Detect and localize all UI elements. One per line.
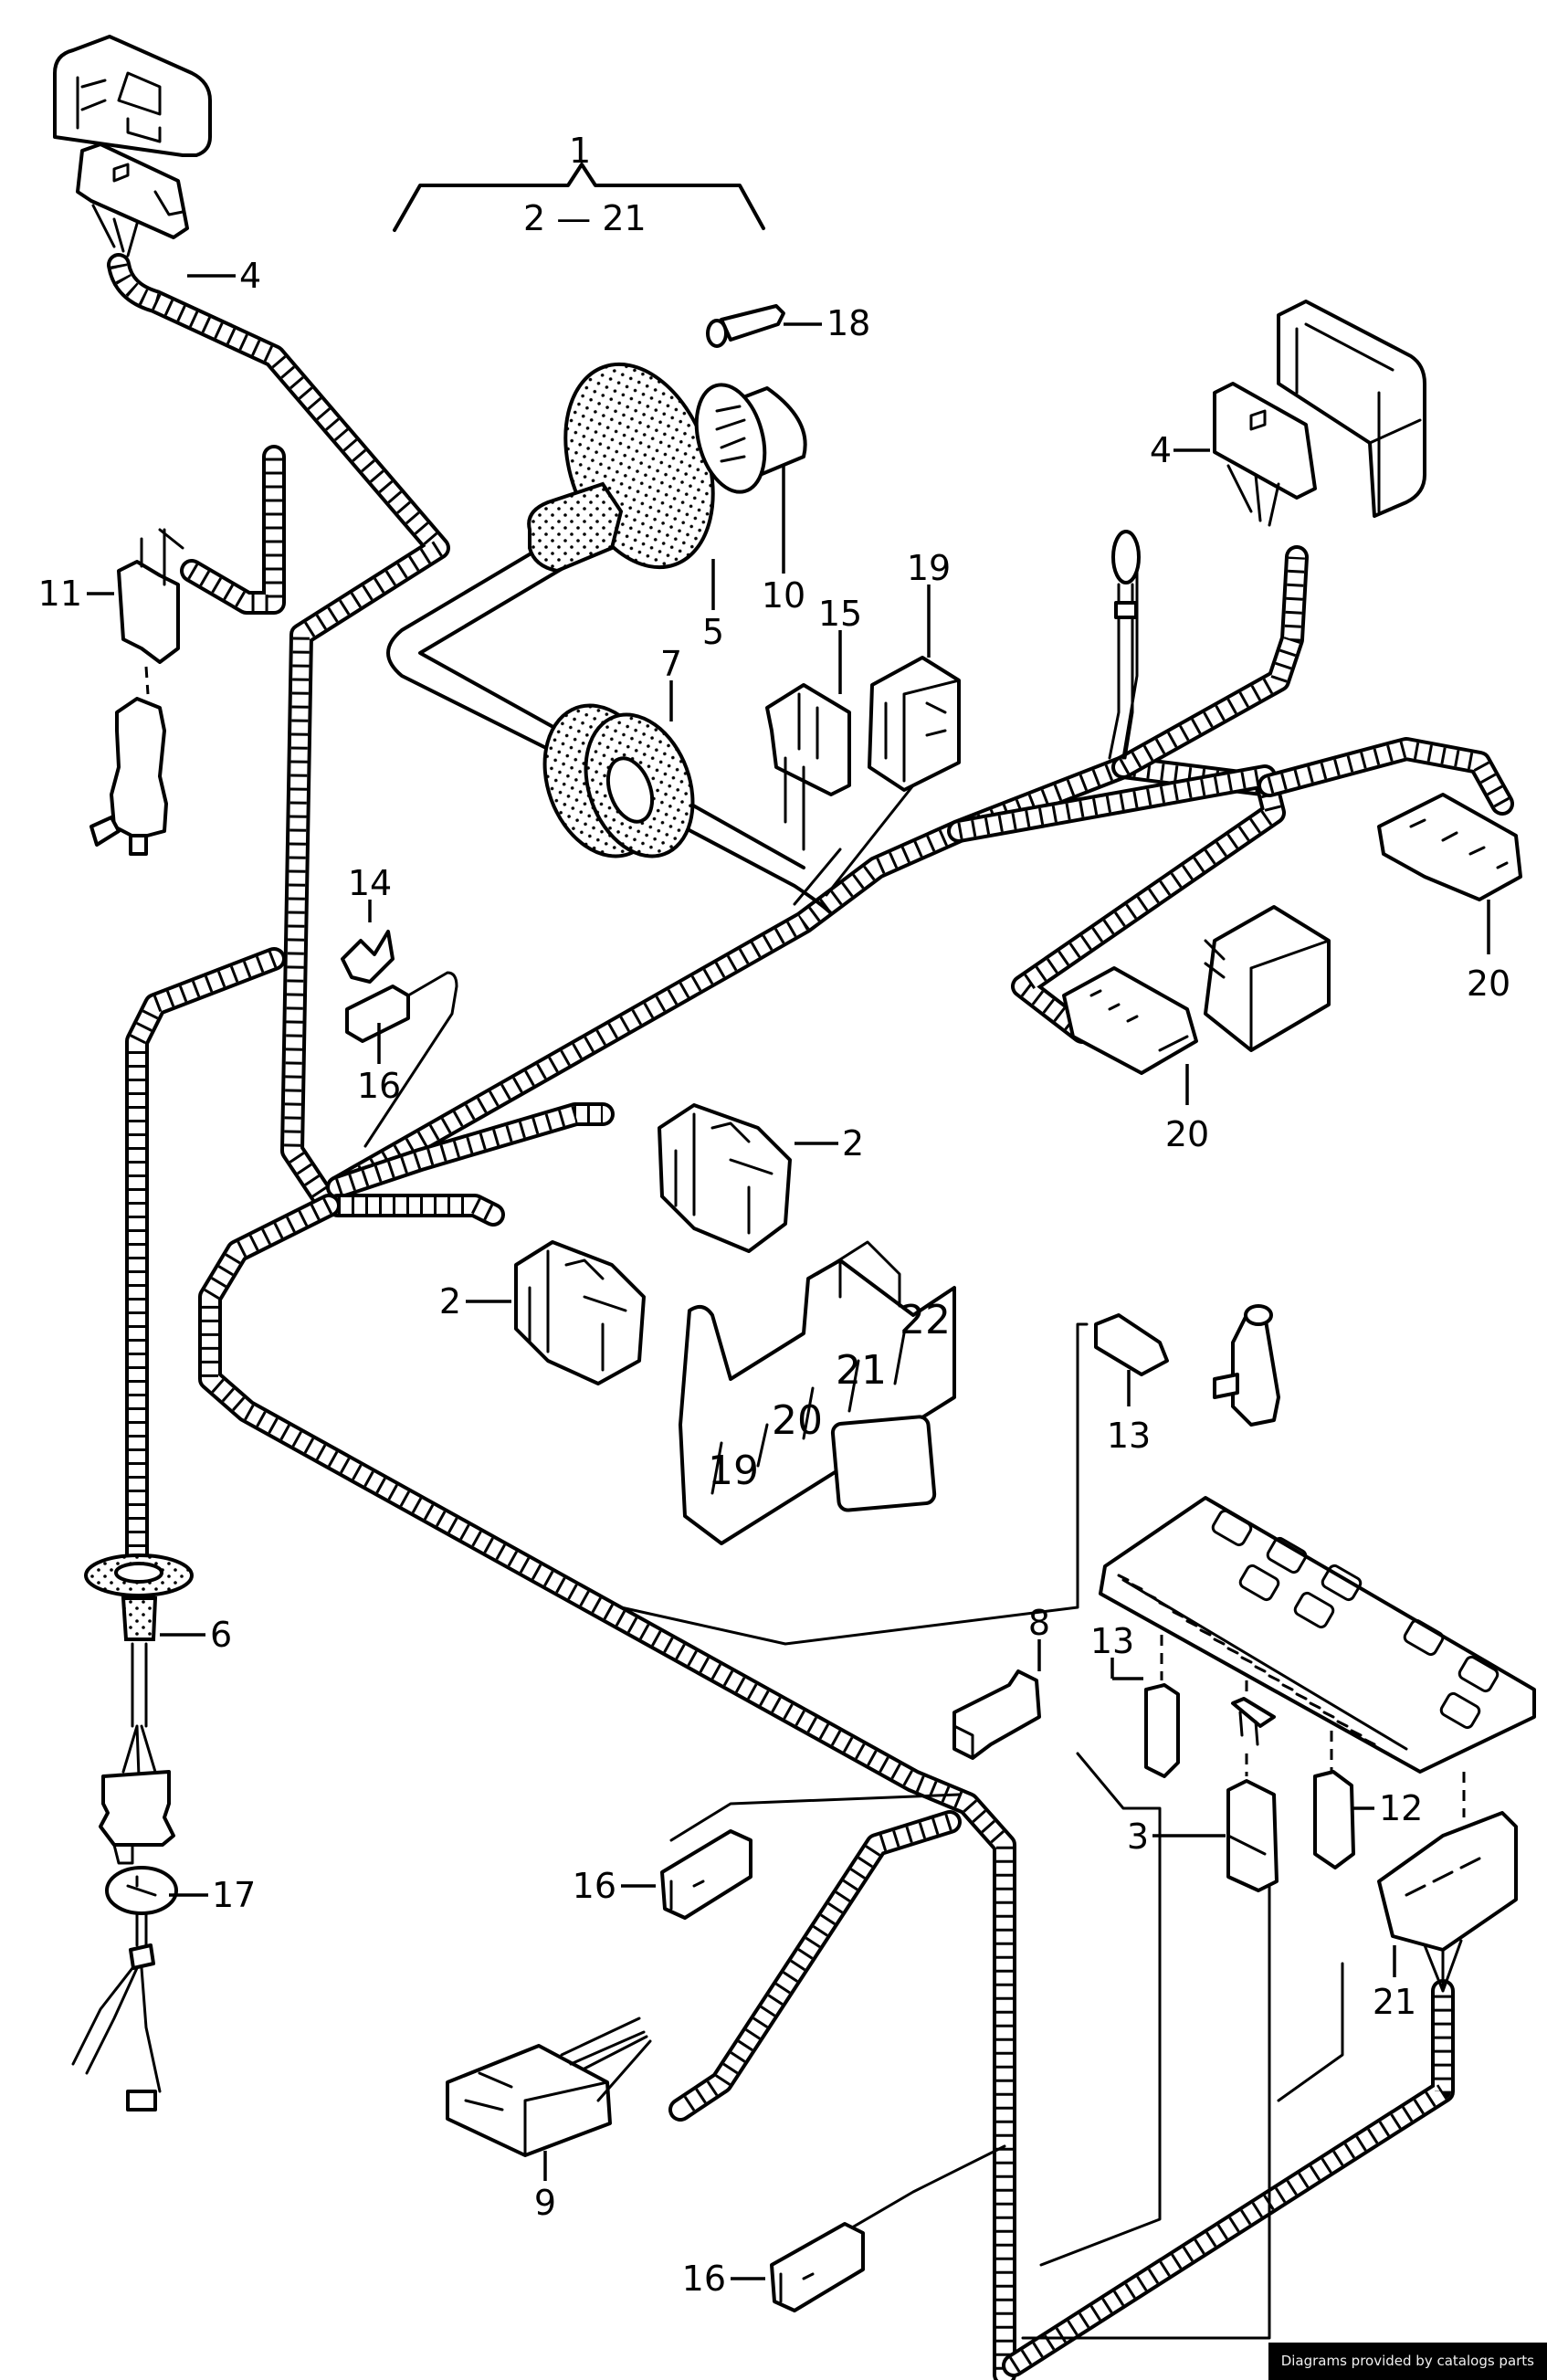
callout-3[interactable]: 3	[1127, 1817, 1149, 1857]
connector-16-middle	[660, 1829, 752, 1920]
fuse-relay-box	[1099, 1496, 1536, 1774]
harness-main	[107, 253, 1514, 2380]
callout-20-right[interactable]: 20	[1467, 964, 1510, 1004]
connector-4-top-left	[76, 142, 189, 258]
bulb-socket	[71, 1866, 178, 2111]
callout-16-middle[interactable]: 16	[573, 1866, 616, 1906]
bulb-holder-17	[99, 1770, 175, 1865]
connector-11	[117, 528, 184, 664]
callout-16-bottom[interactable]: 16	[682, 2259, 726, 2299]
callout-19[interactable]: 19	[907, 548, 951, 588]
title-bracket: 1 2 — 21	[393, 131, 765, 238]
relay-socket-2-upper	[658, 1103, 792, 1253]
washer-pump-valve	[89, 697, 168, 856]
connector-4-right	[1213, 382, 1317, 527]
callout-20-lower[interactable]: 20	[1165, 1114, 1209, 1154]
callout-16-upper[interactable]: 16	[357, 1066, 401, 1106]
callout-12[interactable]: 12	[1379, 1788, 1423, 1828]
leader-lines	[87, 274, 1490, 2280]
connector-8	[952, 1669, 1041, 1760]
callout-18[interactable]: 18	[826, 303, 870, 343]
connector-20-right	[1377, 793, 1522, 901]
pin-18	[706, 304, 785, 348]
connector-12	[1313, 1770, 1355, 1869]
connector-15	[765, 683, 851, 851]
connector-3	[1226, 1779, 1279, 1892]
callout-13-lower[interactable]: 13	[1090, 1621, 1134, 1661]
grommet-7	[542, 703, 695, 858]
callout-7[interactable]: 7	[660, 644, 682, 684]
callout-14[interactable]: 14	[348, 863, 392, 903]
clip-14	[341, 930, 395, 984]
callout-4-top[interactable]: 4	[239, 256, 261, 296]
callout-2-21[interactable]: 2 — 21	[523, 198, 647, 238]
connector-16-bottom	[770, 2222, 865, 2312]
callout-17[interactable]: 17	[212, 1875, 256, 1915]
connector-16-upper	[345, 971, 458, 1148]
ground-strap	[1108, 530, 1141, 760]
watermark-credit: Diagrams provided by catalogs parts	[1268, 2343, 1547, 2380]
callout-6[interactable]: 6	[210, 1615, 232, 1655]
callout-13-upper[interactable]: 13	[1107, 1416, 1151, 1456]
callout-10[interactable]: 10	[762, 575, 805, 616]
connector-19	[868, 656, 961, 792]
plate-position-19: 19	[708, 1448, 759, 1494]
wire-lead	[121, 1642, 157, 1778]
connector-20-lower	[1062, 966, 1198, 1075]
flat-connector-13-upper	[1094, 1313, 1169, 1376]
connector-cover-top-left	[53, 35, 212, 157]
callout-labels: 4 4 18 10 5 15 19 11 7 14 16 2 2 20 20 1…	[38, 256, 1511, 2299]
callout-8[interactable]: 8	[1028, 1603, 1050, 1643]
callout-21[interactable]: 21	[1373, 1982, 1416, 2022]
door-contact-switch	[1213, 1304, 1280, 1427]
callout-4-right[interactable]: 4	[1150, 430, 1172, 470]
dash-line-11	[144, 666, 150, 695]
plate-position-21: 21	[836, 1347, 887, 1394]
round-connector-10	[694, 383, 807, 494]
relay-20-middle	[1204, 905, 1331, 1052]
callout-5[interactable]: 5	[702, 612, 724, 652]
plate-position-20: 20	[772, 1397, 823, 1444]
callout-11[interactable]: 11	[38, 574, 82, 614]
callout-2-left[interactable]: 2	[439, 1281, 461, 1322]
callout-9[interactable]: 9	[534, 2183, 556, 2223]
relay-plate: 19 20 21 22	[679, 1240, 956, 1545]
fuse	[1231, 1697, 1276, 1746]
grommet-5	[527, 362, 715, 574]
grommet-6	[84, 1553, 194, 1641]
connector-21	[1377, 1811, 1518, 1993]
callout-15[interactable]: 15	[818, 594, 862, 634]
relay-socket-2-lower	[514, 1240, 646, 1385]
connector-cover-right	[1277, 300, 1426, 518]
callout-2-right[interactable]: 2	[842, 1123, 864, 1164]
callout-1[interactable]: 1	[569, 131, 591, 171]
harness-branch-top-left	[107, 253, 450, 1217]
plate-position-22: 22	[900, 1297, 951, 1343]
multi-connector-9	[446, 2017, 652, 2157]
flat-connector-13-lower	[1144, 1683, 1180, 1778]
